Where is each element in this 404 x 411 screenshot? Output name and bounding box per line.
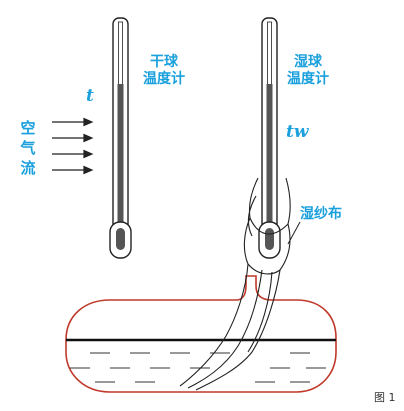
dry-bulb-label-line2: 温度计 — [143, 71, 185, 87]
air-flow-label: 空气流 — [20, 119, 36, 177]
wet-bulb-label-line1: 湿球 — [294, 54, 322, 70]
wet-gauze — [179, 177, 291, 391]
wet-bulb-thermometer — [258, 17, 281, 259]
water-dashes — [70, 352, 326, 383]
dry-temp-symbol: t — [86, 86, 94, 106]
figure-caption: 图 1 — [374, 391, 396, 404]
air-flow-arrows — [52, 117, 94, 175]
gauze-pointer — [287, 221, 301, 245]
wet-bulb-label-line2: 温度计 — [287, 71, 329, 87]
wet-gauze-label: 湿纱布 — [300, 206, 342, 222]
water-container — [65, 275, 337, 393]
wet-bulb-label: 湿球 温度计 — [287, 54, 329, 88]
wet-temp-symbol: tw — [286, 122, 309, 142]
dry-bulb-label: 干球 温度计 — [143, 54, 185, 88]
dry-bulb-label-line1: 干球 — [150, 54, 178, 70]
dry-bulb-thermometer — [109, 17, 132, 259]
